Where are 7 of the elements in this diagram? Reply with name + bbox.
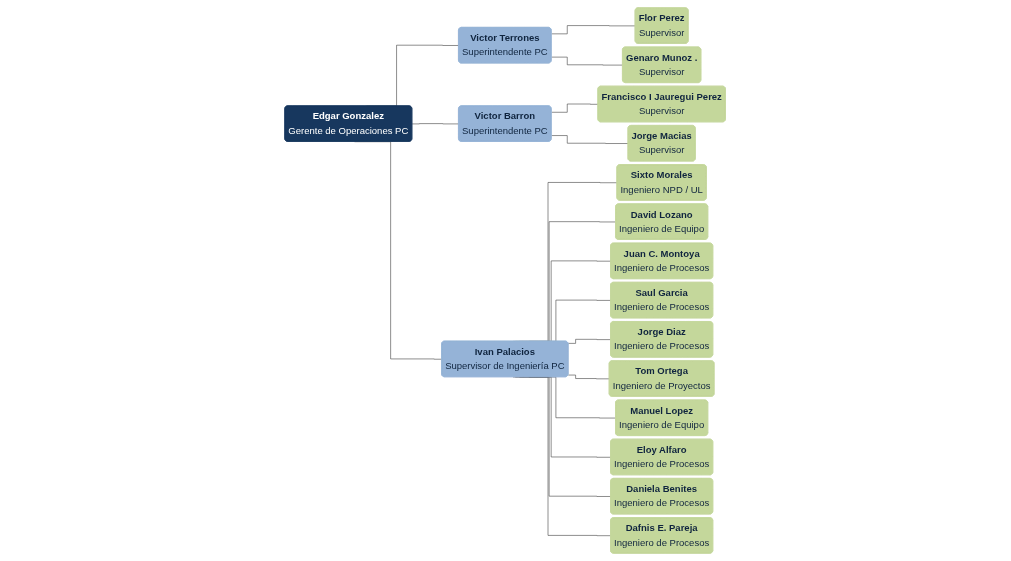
connector (412, 123, 460, 125)
connector (551, 103, 599, 113)
connector (568, 374, 611, 380)
connector (568, 339, 612, 344)
connector (551, 135, 629, 144)
connector (551, 25, 637, 35)
connector (551, 56, 624, 66)
